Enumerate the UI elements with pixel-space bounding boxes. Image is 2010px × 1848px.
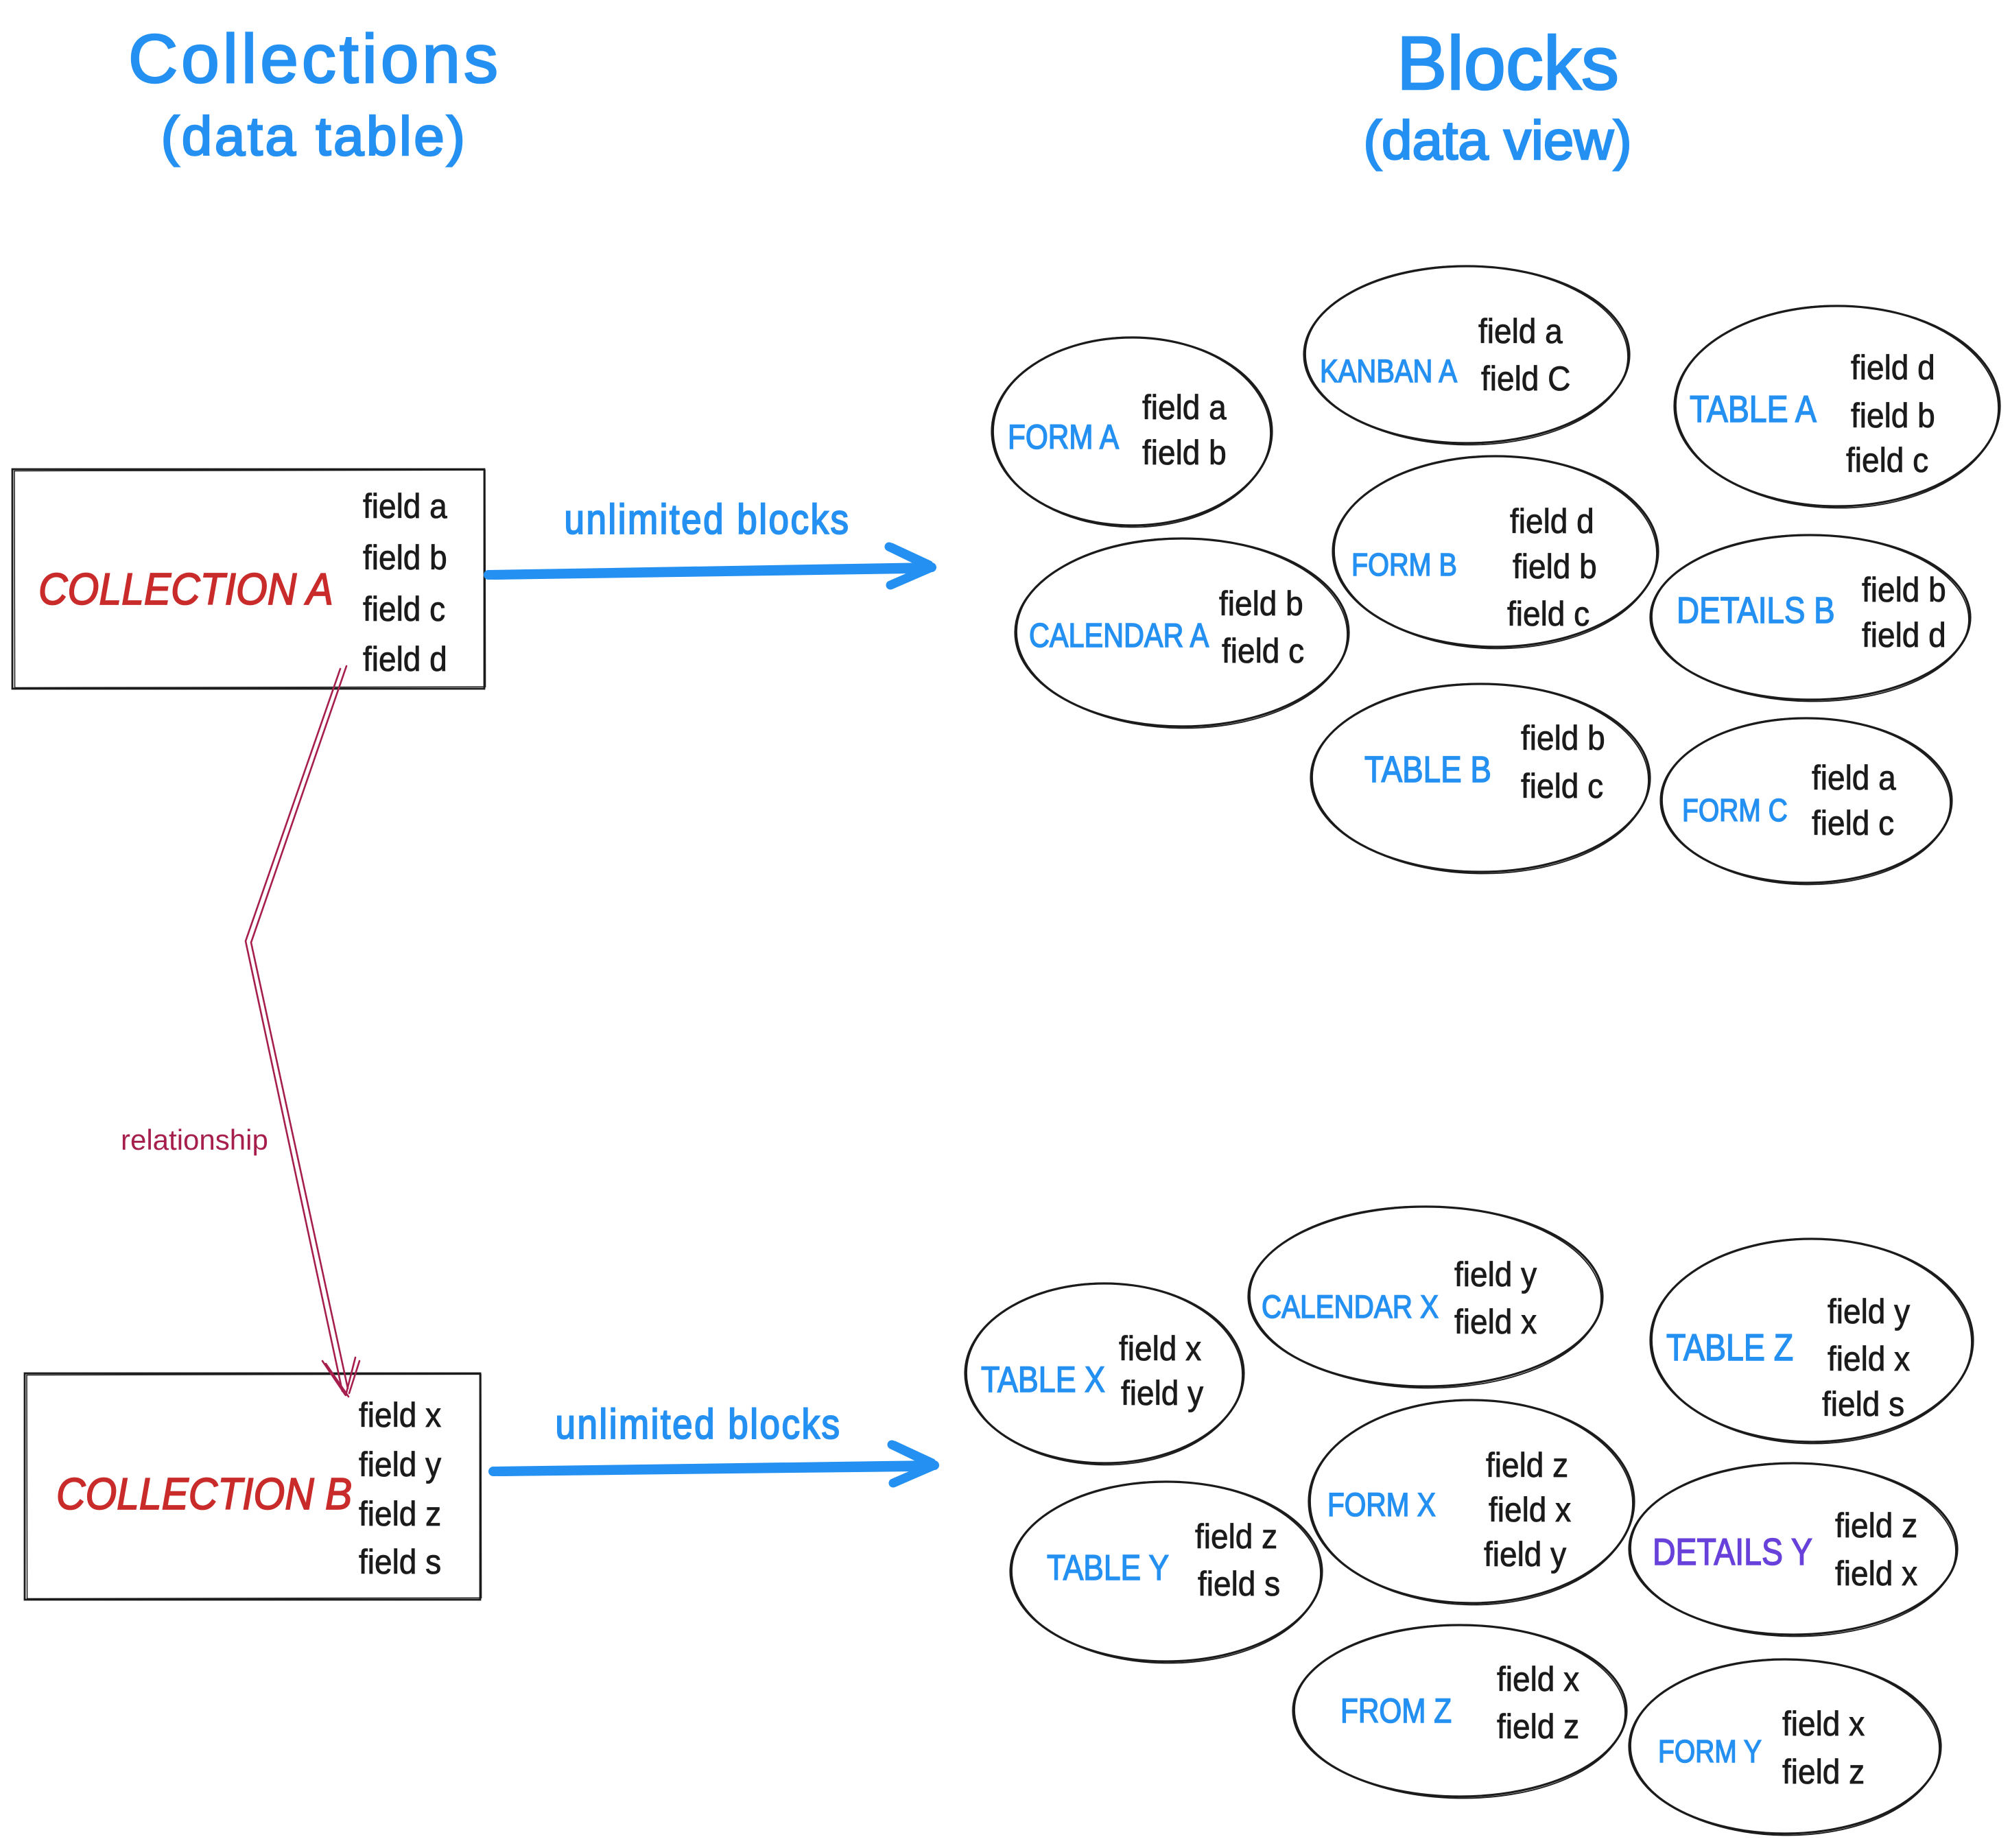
svg-text:field c: field c [1222,632,1304,670]
svg-text:field a: field a [1142,389,1227,427]
svg-text:field d: field d [1510,503,1594,541]
svg-text:COLLECTION B: COLLECTION B [56,1469,352,1519]
svg-text:field y: field y [359,1446,441,1484]
svg-text:field x: field x [1828,1340,1910,1378]
svg-text:field d: field d [363,641,447,678]
svg-text:field s: field s [1198,1565,1280,1603]
svg-text:TABLE Y: TABLE Y [1047,1548,1169,1588]
svg-text:field d: field d [1862,617,1946,654]
svg-text:field c: field c [1812,805,1894,842]
svg-text:(data view): (data view) [1363,110,1631,171]
svg-text:field b: field b [1862,571,1946,609]
svg-text:field x: field x [1119,1330,1201,1368]
svg-text:relationship: relationship [121,1124,268,1156]
svg-text:field s: field s [1822,1386,1904,1423]
svg-text:DETAILS Y: DETAILS Y [1653,1530,1812,1572]
svg-text:FORM B: FORM B [1351,547,1457,583]
svg-text:FROM Z: FROM Z [1340,1692,1452,1730]
svg-text:TABLE X: TABLE X [981,1360,1105,1400]
svg-text:field a: field a [1812,759,1896,797]
svg-text:TABLE A: TABLE A [1690,388,1817,429]
svg-text:field z: field z [1195,1518,1277,1556]
svg-text:field C: field C [1481,360,1570,398]
svg-text:field y: field y [1828,1293,1910,1331]
svg-text:unlimited blocks: unlimited blocks [564,497,850,543]
svg-text:FORM A: FORM A [1008,418,1119,456]
svg-text:field x: field x [1489,1491,1571,1529]
svg-text:field z: field z [1835,1507,1917,1545]
svg-text:field b: field b [1513,548,1597,586]
svg-text:TABLE B: TABLE B [1364,748,1491,790]
svg-text:KANBAN A: KANBAN A [1320,353,1458,390]
svg-text:field b: field b [1521,720,1605,757]
svg-text:field x: field x [1454,1303,1537,1341]
svg-text:DETAILS B: DETAILS B [1677,589,1835,630]
svg-text:FORM C: FORM C [1682,793,1788,829]
svg-text:field c: field c [363,591,445,628]
svg-text:field d: field d [1851,349,1935,387]
svg-text:field y: field y [1121,1375,1203,1412]
svg-text:CALENDAR A: CALENDAR A [1029,617,1209,654]
svg-text:CALENDAR X: CALENDAR X [1262,1289,1439,1325]
svg-text:field b: field b [1142,434,1227,472]
svg-text:field x: field x [1497,1661,1579,1698]
svg-text:field c: field c [1521,768,1603,805]
svg-text:field z: field z [1497,1708,1579,1746]
svg-text:field x: field x [359,1397,441,1434]
svg-text:field c: field c [1846,442,1928,479]
svg-text:field z: field z [1486,1447,1568,1484]
svg-text:unlimited blocks: unlimited blocks [555,1401,841,1448]
svg-text:field s: field s [359,1543,441,1581]
svg-text:field b: field b [363,539,447,577]
svg-text:field c: field c [1507,595,1589,633]
svg-text:field b: field b [1851,397,1935,435]
svg-text:field y: field y [1454,1256,1537,1294]
svg-text:TABLE Z: TABLE Z [1666,1326,1793,1368]
svg-text:FORM X: FORM X [1327,1487,1436,1524]
svg-text:field b: field b [1219,585,1303,623]
svg-text:Blocks: Blocks [1397,21,1619,106]
svg-text:field z: field z [1782,1753,1865,1791]
svg-text:field a: field a [363,488,447,525]
svg-text:field z: field z [359,1495,441,1533]
svg-text:Collections: Collections [128,21,501,97]
svg-text:(data table): (data table) [161,106,468,167]
svg-text:field x: field x [1782,1705,1865,1743]
svg-text:field a: field a [1478,313,1563,351]
svg-text:FORM Y: FORM Y [1658,1734,1762,1770]
svg-text:field x: field x [1835,1555,1917,1593]
svg-text:COLLECTION A: COLLECTION A [38,565,333,614]
svg-text:field y: field y [1484,1536,1566,1574]
